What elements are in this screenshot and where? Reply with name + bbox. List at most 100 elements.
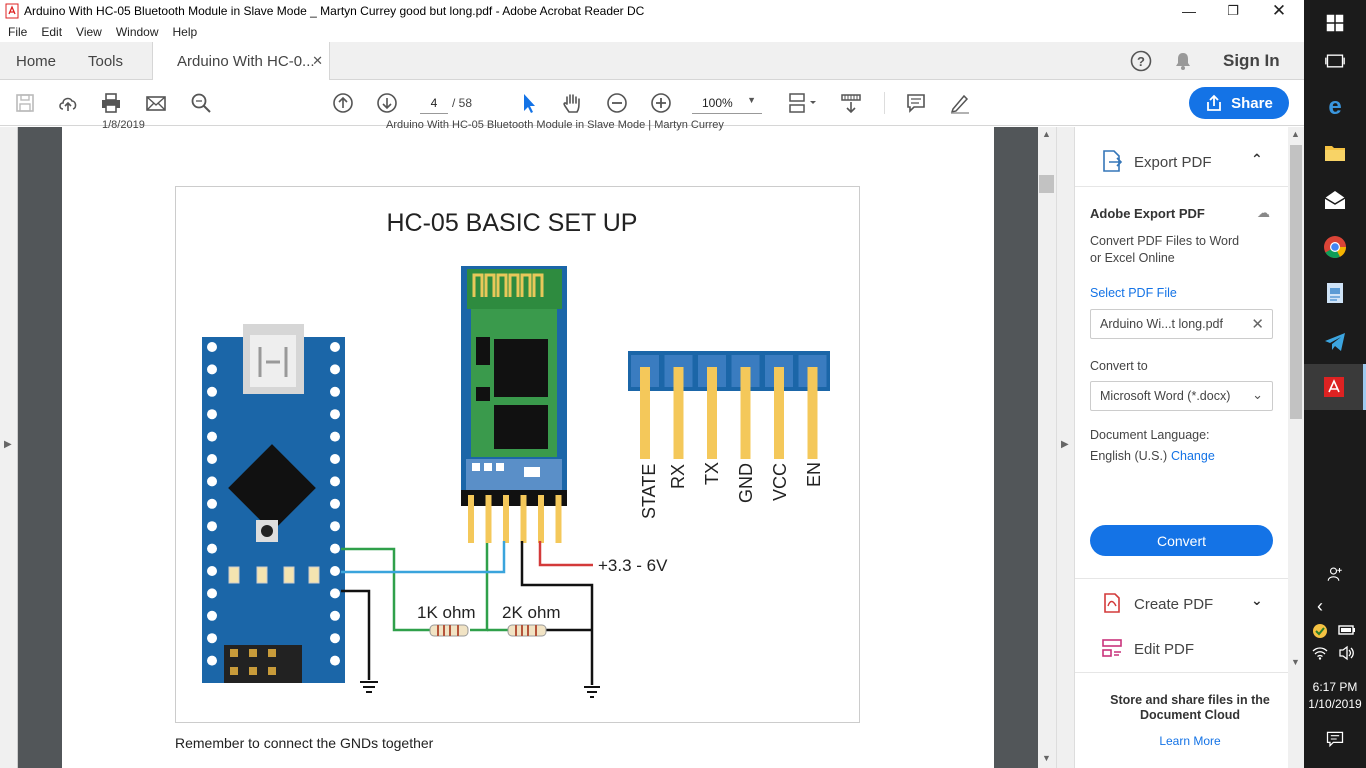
doc-language-label: Document Language:	[1090, 428, 1210, 442]
menu-view[interactable]: View	[76, 25, 102, 39]
export-pdf-header[interactable]: Export PDF ⌃	[1075, 127, 1289, 187]
select-tool-button[interactable]	[516, 90, 542, 116]
wifi-icon[interactable]	[1312, 646, 1328, 660]
show-hidden-icons-button[interactable]: ‹	[1304, 583, 1366, 629]
sign-button[interactable]	[947, 90, 973, 116]
power-label: +3.3 - 6V	[598, 556, 668, 575]
board-pin	[330, 655, 340, 666]
resistor-1k-label: 1K ohm	[417, 603, 476, 622]
save-button[interactable]	[12, 90, 38, 116]
svg-text:e: e	[1328, 94, 1341, 118]
help-button[interactable]: ?	[1130, 42, 1152, 80]
print-button[interactable]	[98, 90, 124, 116]
email-button[interactable]	[143, 90, 169, 116]
create-pdf-item[interactable]: Create PDF ⌄	[1075, 580, 1289, 624]
page-number-input[interactable]: 4	[420, 92, 448, 114]
edit-pdf-item[interactable]: Edit PDF	[1075, 626, 1289, 670]
minimize-button[interactable]: —	[1166, 0, 1212, 22]
sign-in-link[interactable]: Sign In	[1223, 51, 1280, 70]
chrome-button[interactable]	[1304, 224, 1366, 270]
upload-button[interactable]	[55, 90, 81, 116]
pen-icon	[950, 94, 969, 114]
search-icon	[191, 93, 211, 113]
taskbar-clock[interactable]: 6:17 PM 1/10/2019	[1304, 679, 1366, 713]
menu-bar: File Edit View Window Help	[0, 22, 1304, 42]
right-pane-toggle[interactable]: ▶	[1056, 127, 1074, 768]
zoom-select[interactable]: 100% ▼	[692, 92, 762, 114]
tab-close-icon[interactable]: ✕	[312, 53, 323, 68]
task-view-icon	[1325, 54, 1345, 68]
select-file-link[interactable]: Select PDF File	[1090, 286, 1177, 300]
people-button[interactable]	[1304, 551, 1366, 597]
window-title: Arduino With HC-05 Bluetooth Module in S…	[24, 4, 645, 18]
acrobat-app-icon	[5, 3, 19, 19]
arrow-down-circle-icon	[377, 93, 397, 113]
format-select[interactable]: Microsoft Word (*.docx) ⌄	[1090, 381, 1273, 411]
mail-button[interactable]	[1304, 177, 1366, 223]
menu-window[interactable]: Window	[115, 25, 159, 39]
close-window-button[interactable]: ✕	[1256, 0, 1302, 22]
board-pin	[330, 543, 340, 554]
tools-pane-scrollbar[interactable]: ▲ ▼	[1288, 127, 1304, 768]
search-button[interactable]	[188, 90, 214, 116]
notifications-button[interactable]	[1173, 42, 1193, 80]
ground-symbols	[360, 681, 600, 698]
file-explorer-button[interactable]	[1304, 130, 1366, 176]
acrobat-taskbar-button[interactable]	[1304, 364, 1366, 410]
learn-more-link[interactable]: Learn More	[1159, 734, 1221, 748]
change-language-link[interactable]: Change	[1171, 449, 1215, 463]
clear-file-icon[interactable]: ✕	[1251, 316, 1264, 333]
page-display-button[interactable]	[786, 90, 820, 116]
board-pin	[330, 364, 340, 375]
hand-tool-button[interactable]	[559, 90, 585, 116]
zoom-in-button[interactable]	[648, 90, 674, 116]
export-description: Convert PDF Files to Word or Excel Onlin…	[1090, 234, 1240, 265]
document-scroll-thumb[interactable]	[1039, 175, 1054, 193]
tools-pane-scroll-thumb[interactable]	[1290, 145, 1302, 419]
menu-file[interactable]: File	[8, 25, 28, 39]
module-pin	[468, 495, 474, 543]
board-pin	[330, 633, 340, 644]
tab-document[interactable]: Arduino With HC-0... ✕	[152, 42, 330, 81]
zoom-out-button[interactable]	[604, 90, 630, 116]
board-pin	[207, 476, 217, 487]
header-pin	[673, 367, 684, 459]
menu-help[interactable]: Help	[172, 25, 198, 39]
cursor-icon	[524, 94, 535, 113]
telegram-button[interactable]	[1304, 319, 1366, 365]
chrome-icon	[1324, 236, 1346, 258]
comment-button[interactable]	[903, 90, 929, 116]
convert-button[interactable]: Convert	[1090, 525, 1273, 556]
circuit-figure: HC-05 BASIC SET UP	[175, 186, 860, 723]
task-view-button[interactable]	[1304, 38, 1366, 84]
doc-language-value: English (U.S.)	[1090, 449, 1168, 463]
norton-icon[interactable]	[1312, 623, 1328, 639]
document-scrollbar[interactable]: ▲ ▼	[1038, 127, 1056, 768]
left-panel-toggle[interactable]: ▶	[0, 127, 18, 768]
notepad-button[interactable]	[1304, 270, 1366, 316]
start-button[interactable]	[1304, 0, 1366, 46]
module-pin	[555, 495, 562, 543]
chevron-down-icon: ⌄	[1251, 592, 1263, 608]
chevron-down-icon: ⌄	[1252, 387, 1263, 402]
board-pin	[207, 521, 217, 532]
page-fit-icon	[789, 93, 816, 113]
pin-label-state: STATE	[639, 464, 659, 519]
next-page-button[interactable]	[374, 90, 400, 116]
menu-edit[interactable]: Edit	[41, 25, 63, 39]
board-pin	[207, 633, 217, 644]
svg-text:?: ?	[1137, 54, 1145, 69]
tab-tools[interactable]: Tools	[88, 52, 124, 70]
previous-page-button[interactable]	[330, 90, 356, 116]
volume-icon[interactable]	[1338, 645, 1356, 661]
chevron-up-icon[interactable]: ⌃	[1251, 151, 1263, 167]
action-center-button[interactable]	[1304, 716, 1366, 762]
tab-home[interactable]: Home	[16, 52, 57, 70]
scroll-mode-button[interactable]	[838, 90, 864, 116]
edge-button[interactable]: e	[1304, 83, 1366, 129]
selected-file-field[interactable]: Arduino Wi...t long.pdf ✕	[1090, 309, 1273, 339]
share-button[interactable]: Share	[1189, 87, 1289, 119]
resistor-1k	[429, 624, 469, 637]
battery-icon[interactable]	[1338, 624, 1356, 636]
maximize-button[interactable]: ❐	[1210, 0, 1256, 22]
